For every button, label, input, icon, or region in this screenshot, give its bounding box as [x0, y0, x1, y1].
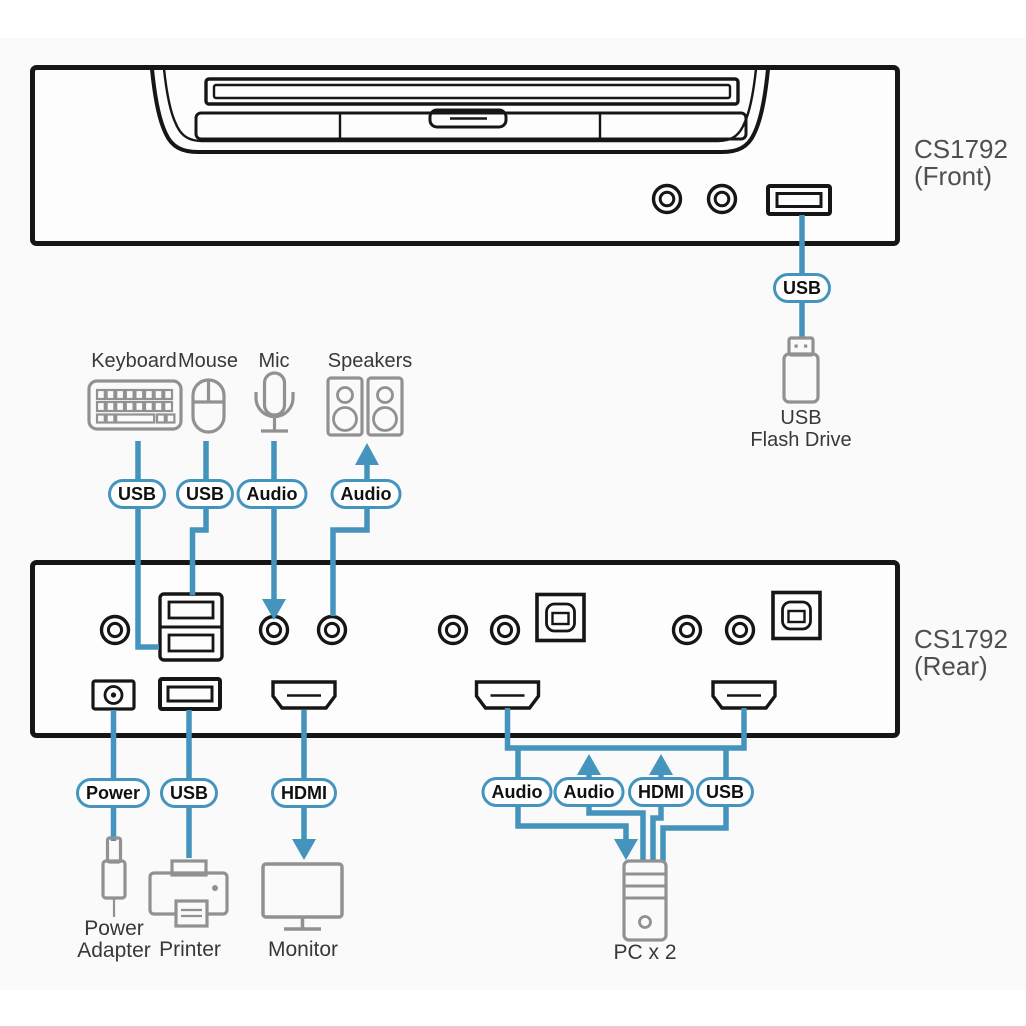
pill-printer-usb: USB	[159, 778, 219, 808]
monitor-icon	[261, 862, 344, 931]
pill-mouse-usb: USB	[175, 479, 235, 509]
usb-flash-drive-label-line1: USB	[780, 407, 822, 429]
rear-speaker-jack	[316, 614, 348, 646]
mic-icon	[254, 371, 295, 433]
power-adapter-icon	[101, 836, 127, 917]
rear-hdmi-out-port	[271, 680, 337, 710]
usb-flash-drive-label-line2: Flash Drive	[750, 429, 852, 451]
rear-audio-jack-left	[99, 614, 131, 646]
pc1-usb-b-port	[535, 592, 586, 643]
power-adapter-label-line1: Power	[84, 917, 144, 940]
pill-pc-usb: USB	[695, 777, 755, 807]
power-adapter-label-line2: Adapter	[77, 939, 151, 962]
rear-panel	[30, 560, 900, 738]
printer-icon	[148, 859, 229, 928]
rear-panel-model: CS1792	[914, 624, 1008, 654]
mouse-label: Mouse	[177, 350, 239, 372]
mic-label: Mic	[258, 350, 290, 372]
front-panel	[30, 65, 900, 246]
pill-speakers-audio: Audio	[330, 479, 402, 509]
pill-pc-audio-1: Audio	[481, 777, 553, 807]
rear-usb-a-stack	[158, 592, 224, 662]
keyboard-label: Keyboard	[91, 350, 177, 372]
front-audio-jack-1	[651, 183, 683, 215]
front-audio-jack-2	[706, 183, 738, 215]
pill-front-usb: USB	[772, 273, 832, 303]
connector-lines	[110, 215, 805, 862]
speakers-icon	[326, 376, 404, 437]
pill-keyboard-usb: USB	[107, 479, 167, 509]
pc2-usb-b-port	[771, 590, 822, 641]
pill-pc-audio-2: Audio	[553, 777, 625, 807]
rear-usb-a-port	[158, 677, 222, 711]
speakers-label: Speakers	[327, 350, 413, 372]
pill-monitor-hdmi: HDMI	[271, 778, 337, 808]
pc-tower-icon	[622, 859, 668, 942]
pc2-audio-jacks	[671, 614, 756, 646]
usb-flash-drive-icon	[782, 336, 820, 404]
usb-flash-drive-label: USB Flash Drive	[750, 407, 851, 451]
dc-power-port	[91, 679, 136, 711]
pc1-hdmi-port	[474, 680, 541, 710]
monitor-label: Monitor	[267, 938, 339, 961]
front-tray	[150, 68, 770, 154]
front-panel-view: (Front)	[914, 161, 992, 191]
keyboard-icon	[87, 379, 183, 431]
printer-label: Printer	[159, 938, 221, 961]
pill-power: Power	[75, 778, 151, 808]
front-usb-a-port	[766, 184, 832, 216]
pill-mic-audio: Audio	[236, 479, 308, 509]
pill-pc-hdmi: HDMI	[628, 777, 694, 807]
rear-panel-view: (Rear)	[914, 651, 988, 681]
mouse-icon	[191, 378, 226, 434]
pc2-hdmi-port	[711, 680, 777, 710]
pc-label: PC x 2	[613, 941, 677, 964]
power-adapter-label: Power Adapter	[77, 918, 151, 962]
rear-panel-label: CS1792 (Rear)	[914, 626, 1008, 680]
front-panel-label: CS1792 (Front)	[914, 136, 1008, 190]
front-panel-model: CS1792	[914, 134, 1008, 164]
pc1-audio-jacks	[437, 614, 521, 646]
